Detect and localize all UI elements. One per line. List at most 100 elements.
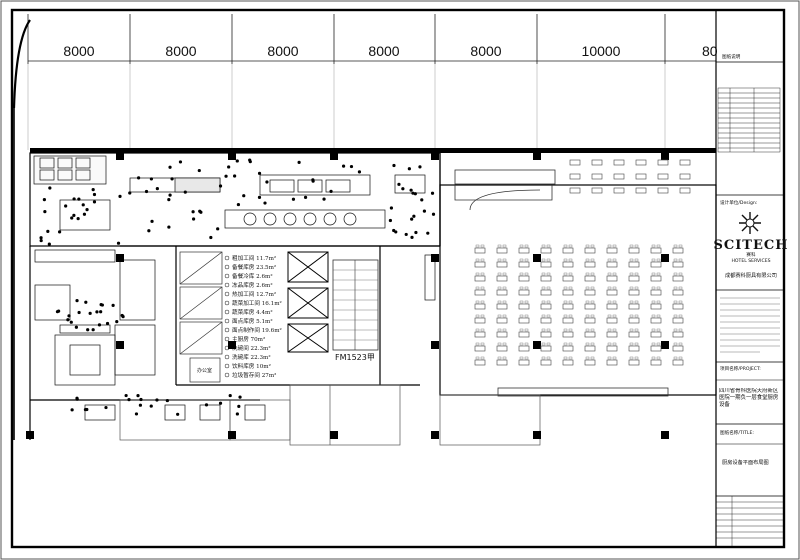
structural-column <box>228 341 236 349</box>
equipment-point <box>46 229 50 233</box>
dining-table <box>591 187 603 194</box>
dining-chair <box>590 272 595 276</box>
equipment-point <box>412 214 416 218</box>
dining-chair <box>634 244 639 248</box>
equipment-point <box>76 217 80 221</box>
dining-table <box>606 331 618 338</box>
equipment-point <box>95 310 99 314</box>
dining-chair <box>524 328 529 332</box>
dining-chair <box>480 300 485 304</box>
equipment-point <box>72 213 76 217</box>
dining-chair <box>585 300 590 304</box>
dining-chair <box>497 314 502 318</box>
dining-chair <box>612 342 617 346</box>
structural-column <box>533 152 541 160</box>
equipment-point <box>227 165 231 169</box>
dining-chair <box>497 272 502 276</box>
equipment-point <box>111 303 115 307</box>
project-label: 项目名称/PROJECT: <box>720 365 761 372</box>
drawing-title: 厨房设备平面布局图 <box>722 458 769 466</box>
dining-chair <box>673 244 678 248</box>
equipment-point <box>82 212 87 216</box>
signature-table <box>716 496 784 547</box>
equipment-point <box>248 158 252 162</box>
equipment-point <box>236 202 241 207</box>
dimension-row: 8000 8000 8000 8000 8000 10000 80 <box>27 14 718 64</box>
room-list-item: 粗加工间 11.7m² <box>232 254 276 262</box>
equipment-point <box>66 318 70 322</box>
dining-chair <box>524 244 529 248</box>
equipment-point <box>409 188 413 192</box>
room-list-item: 蔬菜库房 4.4m² <box>232 308 273 316</box>
dining-chair <box>651 258 656 262</box>
dining-chair <box>656 342 661 346</box>
dining-chair <box>568 258 573 262</box>
equipment-point <box>139 397 143 402</box>
equipment-point <box>257 171 262 175</box>
dining-table <box>606 359 618 366</box>
dining-table <box>650 261 662 268</box>
dining-chair <box>607 328 612 332</box>
dining-chair <box>568 286 573 290</box>
dining-table <box>562 275 574 282</box>
equipment-point <box>85 208 89 212</box>
structural-column <box>330 431 338 439</box>
dining-chair <box>629 286 634 290</box>
dining-chair <box>651 244 656 248</box>
dining-table <box>496 289 508 296</box>
dining-chair <box>519 356 524 360</box>
dining-chair <box>651 300 656 304</box>
dining-table <box>562 345 574 352</box>
notes-table <box>717 87 781 153</box>
equipment-point <box>91 187 95 192</box>
room-list-item: 饮料库房 10m² <box>232 362 271 370</box>
dining-chair <box>563 314 568 318</box>
dining-table <box>569 173 581 180</box>
structural-column <box>330 152 338 160</box>
equipment-point <box>397 182 401 186</box>
dining-chair <box>568 244 573 248</box>
dining-chair <box>651 328 656 332</box>
dining-chair <box>546 328 551 332</box>
equipment-point <box>84 300 88 304</box>
equipment-point <box>426 231 430 235</box>
dining-chair <box>607 244 612 248</box>
dining-chair <box>519 328 524 332</box>
dining-table <box>613 187 625 194</box>
structural-column <box>431 254 439 262</box>
dining-chair <box>502 258 507 262</box>
equipment-point <box>77 197 81 201</box>
structural-column <box>431 431 439 439</box>
equipment-point <box>99 310 103 314</box>
dining-chair <box>524 272 529 276</box>
structural-column <box>431 152 439 160</box>
equipment-point <box>42 198 46 202</box>
equipment-point <box>92 200 97 204</box>
equipment-point <box>411 191 415 195</box>
equipment-point <box>431 212 436 216</box>
dining-chair <box>678 356 683 360</box>
equipment-point <box>176 412 180 416</box>
equipment-point <box>170 177 174 181</box>
room-list-item: 洗碗间 22.3m² <box>232 344 271 352</box>
dining-chair <box>519 244 524 248</box>
dining-table <box>650 247 662 254</box>
structural-column <box>228 152 236 160</box>
company-name: 成都赛科厨具有限公司 <box>725 271 777 279</box>
equipment-point <box>224 174 228 178</box>
room-list-item: 冻品库房 2.6m² <box>232 281 273 289</box>
equipment-point <box>97 323 102 327</box>
dining-table <box>584 317 596 324</box>
dining-table <box>496 345 508 352</box>
equipment-point <box>127 398 131 402</box>
dining-table <box>474 331 486 338</box>
dining-chair <box>480 258 485 262</box>
equipment-point <box>105 321 110 326</box>
kitchen-equipment <box>33 155 436 421</box>
equipment-point <box>91 328 95 332</box>
dining-chair <box>629 244 634 248</box>
dining-table <box>584 345 596 352</box>
equipment-point <box>150 219 154 223</box>
dining-table <box>540 261 552 268</box>
dining-chair <box>612 286 617 290</box>
